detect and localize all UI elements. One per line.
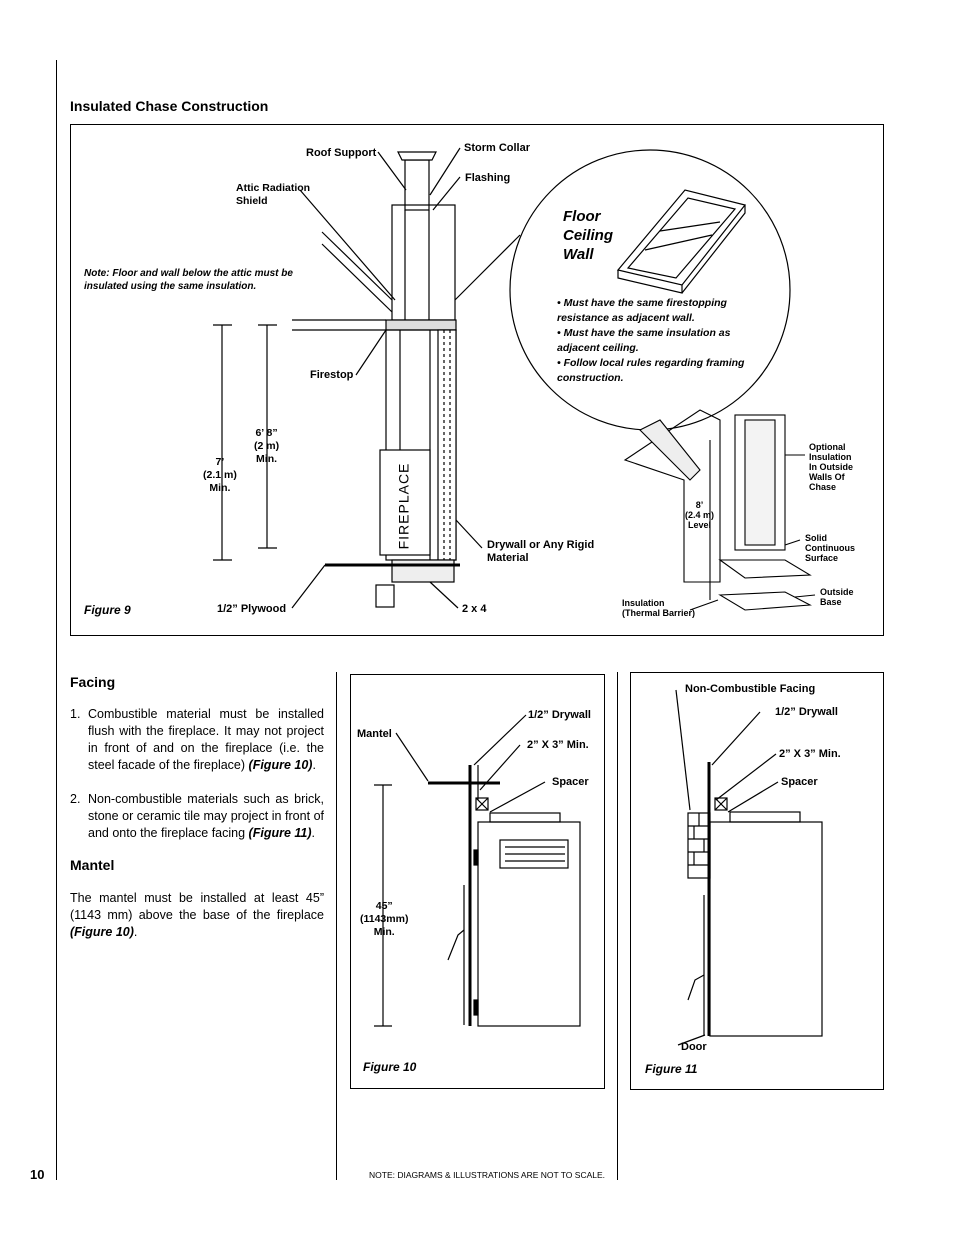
figure-10-frame — [350, 674, 605, 1089]
figure-10-caption: Figure 10 — [363, 1060, 417, 1074]
mantel-body: The mantel must be installed at least 45… — [70, 891, 324, 922]
figure-10-stud-label: 2” X 3” Min. — [527, 739, 589, 751]
callout-bullets: • Must have the same firestopping resist… — [557, 296, 762, 386]
mantel-ref: (Figure 10) — [70, 925, 134, 939]
attic-note-prefix: Note: — [84, 268, 110, 279]
section-title: Insulated Chase Construction — [70, 98, 269, 114]
center-column-rule — [336, 672, 337, 1180]
facing-item-1-number: 1. — [70, 707, 81, 721]
callout-bullet-1: • Must have the same firestopping resist… — [557, 297, 727, 324]
figure-11-facing-label: Non-Combustible Facing — [685, 683, 816, 695]
two-by-four-label: 2 x 4 — [462, 603, 487, 615]
facing-item-1-text: Combustible material must be installed f… — [88, 707, 324, 772]
figure-10-mantel-label: Mantel — [357, 728, 392, 740]
attic-radiation-shield-label: Attic Radiation Shield — [236, 182, 311, 207]
figure-11-frame — [630, 672, 884, 1090]
callout-title-ceiling: Ceiling — [563, 227, 614, 244]
mantel-title: Mantel — [70, 857, 115, 873]
facing-item-2: 2. Non-combustible materials such as bri… — [70, 792, 324, 840]
callout-bullet-2: • Must have the same insulation as adjac… — [557, 327, 731, 354]
roof-support-label: Roof Support — [306, 147, 377, 159]
figure-11-stud-label: 2” X 3” Min. — [779, 748, 841, 760]
footer-note: NOTE: DIAGRAMS & ILLUSTRATIONS ARE NOT T… — [369, 1170, 606, 1180]
figure-10-drywall-label: 1/2” Drywall — [528, 709, 591, 721]
attic-note-text: Floor and wall below the attic must be i… — [84, 268, 293, 292]
firestop-label: Firestop — [310, 369, 354, 381]
callout-title-wall: Wall — [563, 246, 594, 263]
page-number: 10 — [30, 1167, 45, 1182]
attic-note: Note: Floor and wall below the attic mus… — [84, 267, 324, 293]
facing-item-1: 1. Combustible material must be installe… — [70, 707, 324, 772]
figure-9-caption: Figure 9 — [84, 603, 131, 617]
figure-10-height-label: 45” (1143mm) Min. — [360, 900, 409, 938]
plywood-label: 1/2” Plywood — [217, 603, 287, 615]
facing-item-2-number: 2. — [70, 792, 81, 806]
solid-surface-label: Solid Continuous Surface — [805, 533, 855, 563]
facing-title: Facing — [70, 674, 116, 690]
drywall-label: Drywall or Any Rigid Material — [487, 539, 595, 564]
outside-base-label: Outside Base — [820, 587, 854, 607]
figure-9-frame — [70, 124, 884, 636]
left-margin-rule — [56, 60, 57, 1180]
callout-title-floor: Floor — [563, 208, 601, 225]
callout-title: Floor Ceiling Wall — [563, 207, 613, 264]
height-6ft8-label: 6’ 8” (2 m) Min. — [254, 427, 280, 465]
facing-item-2-ref: (Figure 11) — [248, 826, 312, 840]
height-7ft-label: 7’ (2.1 m) Min. — [203, 456, 237, 494]
figure-10-spacer-label: Spacer — [552, 776, 589, 788]
storm-collar-label: Storm Collar — [464, 142, 531, 154]
figure-11-door-label: Door — [681, 1041, 707, 1053]
facing-item-2-text: Non-combustible materials such as brick,… — [88, 792, 324, 840]
facing-item-1-ref: (Figure 10) — [248, 758, 313, 772]
mantel-text: The mantel must be installed at least 45… — [70, 891, 324, 939]
figure-11-spacer-label: Spacer — [781, 776, 818, 788]
flashing-label: Flashing — [465, 172, 511, 184]
right-column-rule — [617, 672, 618, 1180]
optional-insulation-label: Optional Insulation In Outside Walls Of … — [809, 442, 854, 492]
figure-11-drywall-label: 1/2” Drywall — [775, 706, 838, 718]
insulation-barrier-label: Insulation (Thermal Barrier) — [622, 598, 696, 618]
figure-11-caption: Figure 11 — [645, 1062, 698, 1076]
level-label: 8’ (2.4 m) Level — [685, 500, 715, 530]
callout-bullet-3: • Follow local rules regarding framing c… — [557, 357, 745, 384]
